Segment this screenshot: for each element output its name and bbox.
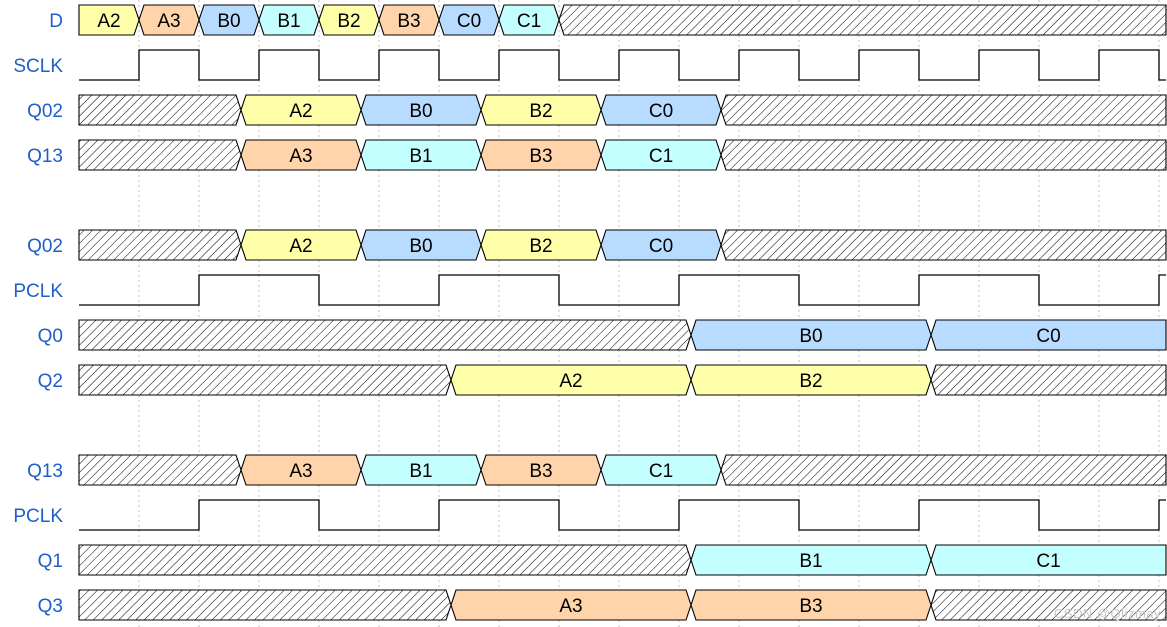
bus-segment-undefined	[720, 94, 1167, 126]
bus-segment-a2	[240, 94, 362, 126]
bus-segment-undefined	[78, 139, 242, 171]
bus-segment-label: B1	[799, 551, 822, 572]
bus-segment-a3	[240, 139, 362, 171]
bus-segment-undefined	[78, 544, 692, 576]
bus-segment-b3	[690, 589, 932, 621]
clock-waveform-sclk	[79, 49, 1166, 81]
bus-segment-c0	[600, 229, 722, 261]
bus-segment-c1	[498, 4, 560, 36]
bus-segment-b1	[690, 544, 932, 576]
bus-segment-undefined	[558, 4, 1167, 36]
bus-segment-b2	[480, 229, 602, 261]
bus-segment-label: B1	[409, 461, 432, 482]
bus-segment-label: C1	[1036, 551, 1060, 572]
bus-segment-b3	[480, 139, 602, 171]
bus-segment-label: A2	[97, 11, 120, 32]
bus-segment-b0	[360, 229, 482, 261]
bus-segment-a2	[78, 4, 140, 36]
signal-label: Q02	[27, 236, 63, 257]
bus-segment-undefined	[78, 229, 242, 261]
signal-label: Q13	[27, 146, 63, 167]
bus-segment-b0	[360, 94, 482, 126]
bus-segment-label: A3	[559, 596, 582, 617]
time-gridlines	[138, 0, 1160, 627]
bus-segment-label: B1	[277, 11, 300, 32]
signal-label: Q13	[27, 461, 63, 482]
bus-segment-undefined	[930, 364, 1167, 396]
bus-segment-undefined	[930, 589, 1167, 621]
bus-segment-label: A3	[289, 461, 312, 482]
bus-segment-undefined	[78, 364, 452, 396]
signal-label: PCLK	[13, 281, 63, 302]
bus-segment-c1	[930, 544, 1167, 576]
bus-segment-label: A3	[157, 11, 180, 32]
bus-segment-b1	[360, 454, 482, 486]
bus-segment-c0	[600, 94, 722, 126]
bus-segment-label: B0	[217, 11, 240, 32]
bus-segment-label: C1	[649, 461, 673, 482]
signal-label: Q1	[38, 551, 63, 572]
bus-segment-a3	[240, 454, 362, 486]
bus-segment-label: B2	[799, 371, 822, 392]
bus-segment-a2	[450, 364, 692, 396]
bus-segment-undefined	[78, 319, 692, 351]
clock-waveform-pclk	[79, 499, 1166, 531]
bus-segment-label: C0	[1036, 326, 1060, 347]
bus-segment-undefined	[78, 454, 242, 486]
bus-segment-label: B3	[397, 11, 420, 32]
signal-label: Q02	[27, 101, 63, 122]
bus-segment-label: A2	[289, 101, 312, 122]
bus-segment-c0	[930, 319, 1167, 351]
bus-segment-c1	[600, 139, 722, 171]
bus-segment-b1	[360, 139, 482, 171]
bus-segment-b2	[690, 364, 932, 396]
bus-segment-undefined	[720, 139, 1167, 171]
bus-segment-c0	[438, 4, 500, 36]
bus-segment-b2	[318, 4, 380, 36]
bus-segment-label: A3	[289, 146, 312, 167]
clock-waveform-pclk	[79, 274, 1166, 306]
signal-label: PCLK	[13, 506, 63, 527]
bus-segment-label: A2	[289, 236, 312, 257]
bus-segment-label: C1	[517, 11, 541, 32]
watermark: CSDN @Qlizmay	[1053, 606, 1161, 621]
bus-segment-a2	[240, 229, 362, 261]
bus-segment-undefined	[720, 229, 1167, 261]
bus-segment-b3	[378, 4, 440, 36]
bus-segment-label: C0	[457, 11, 481, 32]
bus-segment-b2	[480, 94, 602, 126]
signal-label: Q3	[38, 596, 63, 617]
bus-segment-b0	[690, 319, 932, 351]
bus-segment-label: C1	[649, 146, 673, 167]
bus-segment-label: C0	[649, 236, 673, 257]
bus-segment-b0	[198, 4, 260, 36]
bus-segment-label: C0	[649, 101, 673, 122]
bus-segment-a3	[450, 589, 692, 621]
bus-segment-undefined	[78, 94, 242, 126]
bus-segment-label: B0	[799, 326, 822, 347]
bus-segment-c1	[600, 454, 722, 486]
bus-segment-label: A2	[559, 371, 582, 392]
bus-segment-b1	[258, 4, 320, 36]
bus-segment-label: B2	[529, 101, 552, 122]
signal-label: Q2	[38, 371, 63, 392]
bus-segment-label: B3	[799, 596, 822, 617]
bus-segment-undefined	[78, 589, 452, 621]
bus-segment-label: B0	[409, 101, 432, 122]
bus-segment-label: B3	[529, 461, 552, 482]
signal-label: D	[49, 11, 63, 32]
bus-segment-a3	[138, 4, 200, 36]
bus-segment-label: B0	[409, 236, 432, 257]
bus-segment-label: B2	[529, 236, 552, 257]
signal-label: Q0	[38, 326, 63, 347]
bus-segment-undefined	[720, 454, 1167, 486]
bus-segment-b3	[480, 454, 602, 486]
signal-label: SCLK	[13, 56, 63, 77]
bus-segment-label: B2	[337, 11, 360, 32]
bus-segment-label: B1	[409, 146, 432, 167]
bus-segment-label: B3	[529, 146, 552, 167]
